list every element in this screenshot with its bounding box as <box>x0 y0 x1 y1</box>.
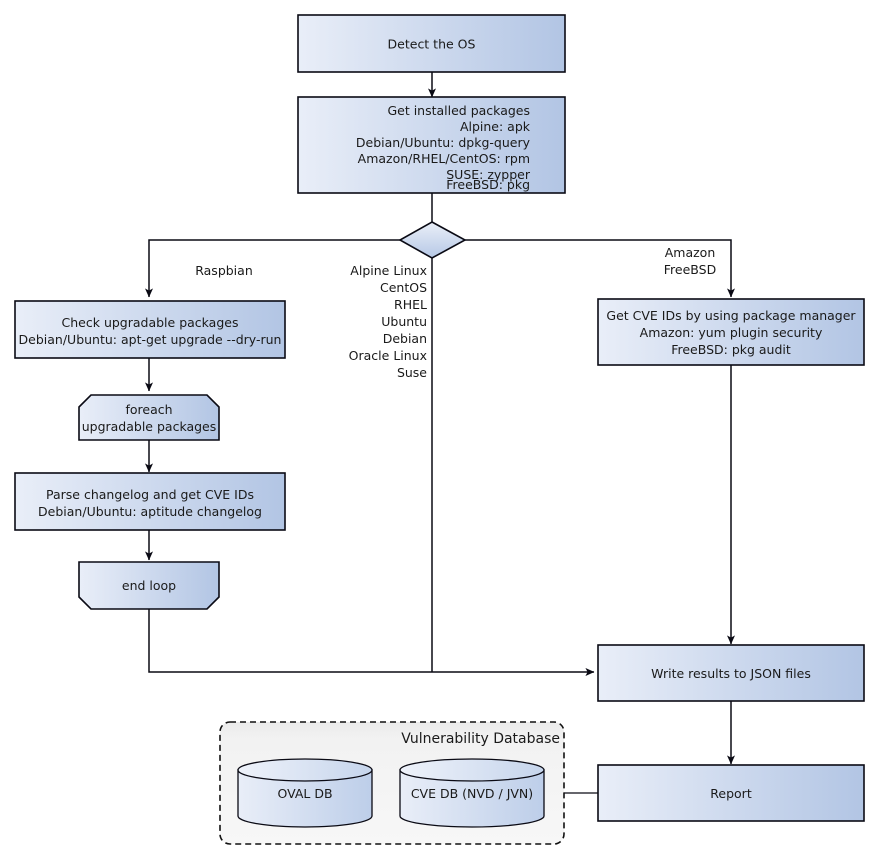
edge-decision-to-amazon-branch <box>465 239 735 298</box>
node-get-cve-ids-line-1: Amazon: yum plugin security <box>640 325 823 340</box>
node-foreach-loop-line-1: upgradable packages <box>82 419 217 434</box>
node-check-upgradable[interactable]: Check upgradable packages Debian/Ubuntu:… <box>14 300 286 359</box>
node-get-installed-packages-line-0: Get installed packages <box>387 103 530 118</box>
node-foreach-loop-line-0: foreach <box>125 402 172 417</box>
node-write-results-label: Write results to JSON files <box>651 666 811 681</box>
node-parse-changelog-line-1: Debian/Ubuntu: aptitude changelog <box>38 504 262 519</box>
node-parse-changelog-line-0: Parse changelog and get CVE IDs <box>46 487 254 502</box>
edge-decision-to-raspbian-branch <box>145 239 400 298</box>
edge-label-raspbian: Raspbian <box>195 263 253 278</box>
node-end-loop[interactable]: end loop <box>78 561 220 610</box>
db-oval[interactable]: OVAL DB <box>237 758 373 828</box>
node-report[interactable]: Report <box>597 764 865 822</box>
db-cve-label: CVE DB (NVD / JVN) <box>411 786 533 801</box>
edge-label-distro-1: CentOS <box>380 280 427 295</box>
node-check-upgradable-line-0: Check upgradable packages <box>62 315 239 330</box>
edge-endloop-to-write <box>148 609 595 676</box>
node-get-installed-packages-line-1: Alpine: apk <box>460 119 531 134</box>
edge-label-distro-2: RHEL <box>394 297 427 312</box>
node-end-loop-label: end loop <box>122 578 176 593</box>
node-get-installed-packages-line-3: Amazon/RHEL/CentOS: rpm <box>358 151 530 166</box>
node-parse-changelog[interactable]: Parse changelog and get CVE IDs Debian/U… <box>14 472 286 531</box>
edge-label-right-0: Amazon <box>665 245 716 260</box>
node-write-results[interactable]: Write results to JSON files <box>597 644 865 702</box>
db-oval-label: OVAL DB <box>277 786 332 801</box>
node-get-cve-ids-line-2: FreeBSD: pkg audit <box>671 342 791 357</box>
edge-label-distro-0: Alpine Linux <box>350 263 427 278</box>
edge-label-right-distros: Amazon FreeBSD <box>664 245 716 277</box>
node-report-label: Report <box>710 786 752 801</box>
node-get-installed-packages-line-2: Debian/Ubuntu: dpkg-query <box>356 135 531 150</box>
edge-label-right-1: FreeBSD <box>664 262 716 277</box>
node-detect-os-label: Detect the OS <box>388 37 476 52</box>
edge-label-distro-6: Suse <box>397 365 427 380</box>
node-os-decision[interactable] <box>398 221 467 259</box>
node-get-installed-packages[interactable]: Get installed packages Alpine: apk Debia… <box>297 96 566 194</box>
node-get-cve-ids[interactable]: Get CVE IDs by using package manager Ama… <box>597 298 865 366</box>
group-vulnerability-database-title: Vulnerability Database <box>401 731 560 747</box>
node-get-installed-packages-line-5: FreeBSD: pkg <box>446 177 530 192</box>
group-vulnerability-database: Vulnerability Database OVAL DB CVE DB (N… <box>219 721 565 845</box>
node-check-upgradable-line-1: Debian/Ubuntu: apt-get upgrade --dry-run <box>19 332 282 347</box>
edge-label-middle-distros: Alpine Linux CentOS RHEL Ubuntu Debian O… <box>349 263 428 380</box>
edge-label-distro-4: Debian <box>383 331 427 346</box>
node-foreach-loop[interactable]: foreach upgradable packages <box>78 394 220 441</box>
node-get-installed-packages-line-4: SUSE: zypper <box>446 167 531 182</box>
edge-label-distro-5: Oracle Linux <box>349 348 427 363</box>
edge-label-distro-3: Ubuntu <box>381 314 427 329</box>
node-get-cve-ids-line-0: Get CVE IDs by using package manager <box>606 308 856 323</box>
db-cve[interactable]: CVE DB (NVD / JVN) <box>399 758 545 828</box>
node-detect-os[interactable]: Detect the OS <box>297 14 566 73</box>
